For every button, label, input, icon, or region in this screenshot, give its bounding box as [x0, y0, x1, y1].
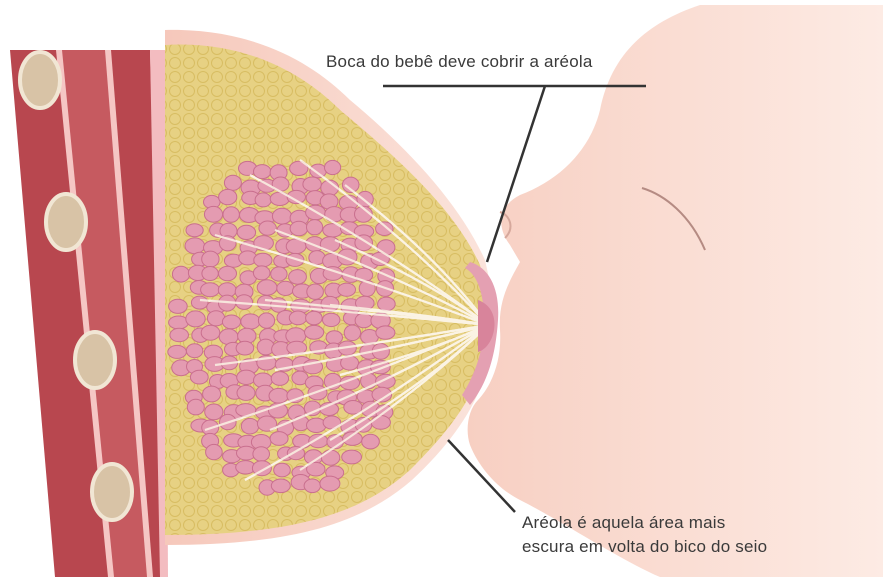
- lobule: [277, 281, 294, 295]
- lobule: [223, 207, 239, 223]
- lobule: [203, 386, 221, 402]
- lobule: [307, 220, 323, 235]
- lobule: [169, 299, 188, 313]
- lobule: [344, 325, 360, 341]
- lobule: [186, 311, 205, 327]
- lobule: [202, 267, 218, 281]
- lobule: [271, 372, 288, 386]
- label-mouth-covers-areola: Boca do bebê deve cobrir a aréola: [326, 52, 593, 72]
- lobule: [342, 450, 362, 464]
- lobule: [253, 447, 270, 462]
- lobule: [355, 313, 372, 328]
- lobule: [190, 370, 208, 384]
- label-areola-definition: Aréola é aquela área mais escura em volt…: [522, 511, 767, 559]
- lobule: [257, 280, 277, 295]
- lobule: [289, 270, 307, 285]
- lobule: [304, 479, 320, 493]
- lobule: [303, 177, 321, 191]
- lobule: [274, 463, 291, 477]
- lobule: [236, 341, 254, 355]
- lobule: [307, 284, 324, 299]
- lobule: [241, 418, 258, 434]
- lobule: [254, 165, 271, 179]
- lobule: [201, 325, 220, 340]
- lobule: [269, 388, 288, 403]
- lobule: [306, 311, 323, 325]
- lobule: [172, 266, 189, 282]
- lobule: [205, 404, 223, 420]
- lobule: [259, 221, 276, 235]
- lobule: [323, 313, 340, 326]
- lobule: [321, 450, 339, 465]
- lobule: [186, 224, 203, 237]
- lobule: [170, 328, 189, 341]
- lobule: [219, 266, 237, 281]
- lobule: [187, 399, 204, 415]
- lobule: [253, 266, 270, 280]
- lobule: [343, 432, 363, 446]
- lobule: [376, 222, 393, 236]
- lobule: [305, 325, 324, 339]
- lobule: [325, 160, 341, 174]
- lobule: [202, 251, 219, 267]
- lobule: [224, 175, 241, 190]
- lobule: [168, 345, 187, 358]
- lobule: [191, 296, 208, 309]
- lobule: [237, 385, 255, 400]
- lobule: [255, 193, 271, 207]
- lobule: [320, 476, 340, 491]
- lobule: [378, 297, 396, 311]
- label-areola-definition-line2: escura em volta do bico do seio: [522, 535, 767, 559]
- lobule: [310, 164, 327, 178]
- lobule: [201, 283, 220, 297]
- lobule: [371, 416, 390, 430]
- lobule: [241, 314, 260, 329]
- label-areola-definition-line1: Aréola é aquela área mais: [522, 511, 767, 535]
- lobule: [304, 401, 321, 416]
- lobule: [186, 344, 202, 358]
- lobule: [258, 313, 274, 328]
- lobule: [222, 315, 240, 329]
- lobule: [270, 432, 288, 446]
- lobule: [271, 479, 290, 493]
- lobule: [338, 283, 356, 296]
- lobule: [326, 331, 342, 345]
- lobule: [362, 434, 380, 449]
- lobule: [272, 208, 291, 224]
- lobule: [254, 253, 272, 267]
- lobule: [206, 444, 223, 459]
- lobule: [185, 238, 205, 254]
- lobule: [237, 225, 255, 239]
- chest-muscle: [10, 50, 168, 577]
- lobule: [219, 189, 237, 204]
- lobule: [271, 267, 287, 281]
- lobule: [338, 249, 357, 265]
- lobule: [237, 370, 256, 384]
- lobule: [204, 206, 222, 222]
- lobule: [290, 221, 308, 236]
- lobule: [289, 311, 306, 325]
- baby-head: [468, 5, 883, 577]
- lobule: [376, 326, 395, 339]
